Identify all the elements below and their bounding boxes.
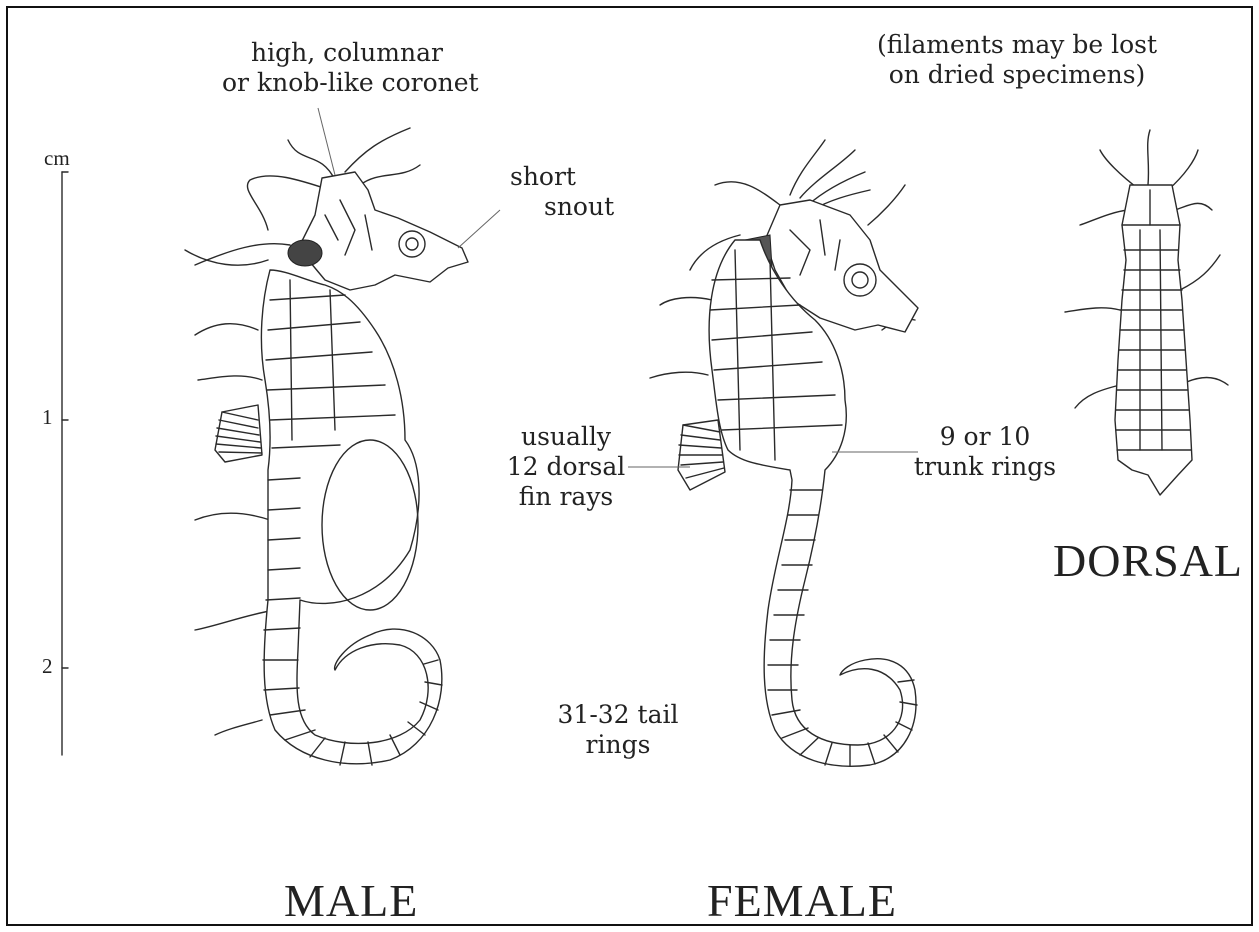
scale-tick-1: 1 xyxy=(42,405,53,430)
coronet-line-2: or knob-like coronet xyxy=(222,68,472,98)
tail-line-1: 31-32 tail xyxy=(548,700,688,730)
dorsal-view-drawing xyxy=(1065,130,1228,495)
dorsal-title: DORSAL xyxy=(1053,536,1243,586)
female-title: FEMALE xyxy=(707,876,897,926)
trunk-line-2: trunk rings xyxy=(890,452,1080,482)
dorsal-fin-line-1: usually xyxy=(496,422,636,452)
tail-line-2: rings xyxy=(548,730,688,760)
dorsal-fin-line-2: 12 dorsal xyxy=(496,452,636,482)
filaments-line-1: (filaments may be lost xyxy=(842,30,1192,60)
scale-tick-2: 2 xyxy=(42,654,53,679)
snout-line-2: snout xyxy=(510,192,614,222)
coronet-annotation: high, columnar or knob-like coronet xyxy=(222,38,472,98)
snout-line-1: short xyxy=(510,162,614,192)
snout-annotation: short snout xyxy=(510,162,614,222)
trunk-rings-annotation: 9 or 10 trunk rings xyxy=(890,422,1080,482)
dorsal-fin-annotation: usually 12 dorsal fin rays xyxy=(496,422,636,512)
dorsal-fin-line-3: fin rays xyxy=(496,482,636,512)
female-seahorse-drawing xyxy=(650,140,918,766)
male-seahorse-drawing xyxy=(185,128,468,765)
filaments-note: (filaments may be lost on dried specimen… xyxy=(842,30,1192,90)
trunk-line-1: 9 or 10 xyxy=(890,422,1080,452)
filaments-line-2: on dried specimens) xyxy=(842,60,1192,90)
coronet-line-1: high, columnar xyxy=(222,38,472,68)
tail-rings-annotation: 31-32 tail rings xyxy=(548,700,688,760)
scale-unit-label: cm xyxy=(44,146,70,171)
scale-bar xyxy=(62,172,68,755)
male-title: MALE xyxy=(284,876,418,926)
